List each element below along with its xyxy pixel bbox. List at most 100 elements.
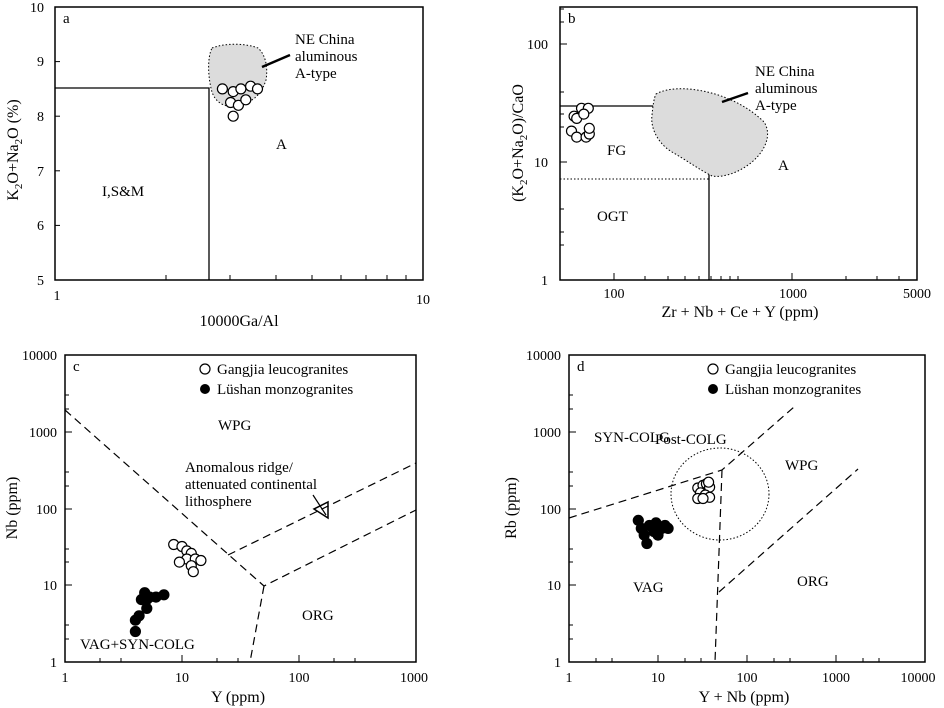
panel-c-field-label-org: ORG bbox=[302, 608, 334, 624]
panel-d-frame bbox=[568, 354, 926, 663]
panel-a-data-point-gangjia bbox=[235, 83, 247, 95]
panel-a-points bbox=[216, 80, 264, 122]
panel-d-field-label-vag: VAG bbox=[633, 580, 664, 596]
panel-d-data-point-lushan bbox=[641, 537, 653, 550]
panel-a-ytick: 9 bbox=[37, 55, 44, 70]
panel-a-ytick: 8 bbox=[37, 110, 44, 125]
panel-c-xtick: 10 bbox=[175, 671, 189, 686]
panel-c-xtick: 1 bbox=[62, 671, 69, 686]
panel-b-data-point-gangjia bbox=[583, 122, 595, 134]
panel-b-field-label-fg: FG bbox=[607, 143, 626, 159]
panel-a-y-ticks bbox=[55, 6, 60, 281]
panel-a-field-label-ism: I,S&M bbox=[102, 184, 144, 200]
panel-a-x-axis-label: 10000Ga/Al bbox=[199, 313, 279, 330]
panel-c-legend-marker-filled bbox=[200, 384, 210, 394]
panel-d-x-ticks bbox=[595, 655, 880, 662]
panel-c-annotation-line-2: attenuated continental bbox=[185, 477, 317, 493]
panel-c-x-axis-label: Y (ppm) bbox=[211, 689, 265, 706]
panel-c: c Gangjia leucogranites Lüshan monzogran… bbox=[4, 349, 428, 706]
panel-d-x-axis-label: Y + Nb (ppm) bbox=[699, 689, 790, 706]
panel-b-x-ticks bbox=[613, 273, 900, 280]
panel-d-y-ticks bbox=[569, 354, 576, 663]
panel-a-x-ticks bbox=[165, 275, 407, 280]
panel-c-points bbox=[129, 538, 207, 638]
panel-c-annotation-line-1: Anomalous ridge/ bbox=[185, 460, 294, 476]
panel-b-ytick: 1 bbox=[541, 274, 548, 289]
panel-c-letter: c bbox=[73, 359, 80, 375]
panel-a-xtick: 1 bbox=[54, 289, 61, 304]
panel-c-data-point-lushan bbox=[133, 610, 145, 622]
panel-d-legend-marker-open bbox=[707, 363, 719, 375]
panel-d-field-label-syn-colg: SYN-COLG bbox=[594, 430, 670, 446]
panel-d-y-axis-label: Rb (ppm) bbox=[503, 477, 520, 539]
panel-a-annotation-pointer bbox=[261, 53, 291, 69]
panel-b-letter: b bbox=[568, 11, 576, 27]
panel-d-legend: Gangjia leucogranites Lüshan monzogranit… bbox=[707, 362, 861, 398]
panel-a-ytick: 6 bbox=[37, 219, 44, 234]
panel-a-data-point-gangjia bbox=[227, 110, 239, 122]
panel-b-xtick: 1000 bbox=[779, 287, 807, 302]
panel-a-annotation-line-2: aluminous bbox=[295, 49, 358, 65]
panel-c-data-point-lushan bbox=[158, 589, 170, 601]
panel-b-points bbox=[565, 102, 595, 143]
panel-c-legend-marker-open bbox=[199, 363, 211, 375]
panel-a-data-point-gangjia bbox=[232, 99, 244, 111]
panel-c-data-point-gangjia bbox=[187, 566, 199, 578]
panel-c-field-label-wpg: WPG bbox=[218, 418, 252, 434]
panel-b-x-axis-label: Zr + Nb + Ce + Y (ppm) bbox=[662, 304, 819, 321]
panel-d-field-label-post-colg: Post-COLG bbox=[655, 432, 727, 448]
panel-d-data-point-lushan bbox=[662, 522, 674, 535]
panel-a-ytick: 7 bbox=[37, 165, 44, 180]
panel-b-ne-china-field bbox=[651, 88, 768, 177]
panel-b-field-label-ogt: OGT bbox=[597, 209, 628, 225]
panel-c-arrow-shaft bbox=[312, 494, 327, 516]
panel-d-ytick: 10 bbox=[547, 579, 561, 594]
panel-c-boundaries bbox=[64, 409, 417, 663]
panel-a-ytick: 10 bbox=[30, 1, 44, 16]
panel-c-xtick: 1000 bbox=[400, 671, 428, 686]
panel-d-boundaries bbox=[568, 406, 859, 663]
panel-d-letter: d bbox=[577, 359, 585, 375]
panel-d-xtick: 100 bbox=[737, 671, 758, 686]
panel-c-ytick: 10 bbox=[43, 579, 57, 594]
panel-d-ytick: 1000 bbox=[533, 426, 561, 441]
panel-a-is-m-boundary bbox=[55, 87, 210, 280]
panel-c-legend: Gangjia leucogranites Lüshan monzogranit… bbox=[199, 362, 353, 398]
panel-b-ytick: 10 bbox=[534, 156, 548, 171]
panel-c-data-point-gangjia bbox=[195, 554, 207, 567]
panel-c-ytick: 1 bbox=[50, 656, 57, 671]
panel-a-frame bbox=[54, 6, 424, 281]
panel-c-data-point-lushan bbox=[129, 625, 141, 638]
panel-c-legend-label: Lüshan monzogranites bbox=[217, 382, 353, 398]
panel-d-legend-marker-filled bbox=[708, 384, 718, 394]
panel-c-xtick: 100 bbox=[289, 671, 310, 686]
panel-d-ytick: 10000 bbox=[526, 349, 561, 364]
panel-a-data-point-gangjia bbox=[251, 83, 264, 95]
panel-d-field-label-wpg: WPG bbox=[785, 458, 819, 474]
panel-c-x-ticks bbox=[99, 655, 356, 662]
panel-a-annotation-line-3: A-type bbox=[295, 66, 337, 82]
panel-c-arrow-head bbox=[312, 500, 329, 520]
panel-b-annotation-line-3: A-type bbox=[755, 98, 797, 114]
panel-d-post-colg-field bbox=[670, 447, 770, 541]
panel-c-legend-label: Gangjia leucogranites bbox=[217, 362, 348, 378]
panel-b-ytick: 100 bbox=[527, 38, 548, 53]
panel-d-xtick: 1 bbox=[566, 671, 573, 686]
panel-a-data-point-gangjia bbox=[216, 83, 228, 95]
panel-b-xtick: 100 bbox=[604, 287, 625, 302]
panel-d-xtick: 10 bbox=[651, 671, 665, 686]
panel-b-xtick: 5000 bbox=[903, 287, 931, 302]
panel-d-points bbox=[632, 476, 716, 550]
panel-a-field-label-a: A bbox=[276, 137, 287, 153]
panel-b-y-axis-label: (K2O+Na2O)/CaO bbox=[510, 84, 530, 202]
panel-d-data-point-gangjia bbox=[702, 476, 715, 488]
panel-c-ytick: 1000 bbox=[29, 426, 57, 441]
panel-a-xtick: 10 bbox=[416, 293, 430, 308]
panel-d-ytick: 100 bbox=[540, 503, 561, 518]
panel-a-letter: a bbox=[63, 11, 70, 27]
panel-d-ytick: 1 bbox=[554, 656, 561, 671]
panel-d-data-point-gangjia bbox=[697, 492, 709, 505]
panel-b-annotation-pointer bbox=[721, 91, 749, 104]
panel-b: b NE China aluminous A-type FG OGT A 100… bbox=[510, 6, 931, 321]
